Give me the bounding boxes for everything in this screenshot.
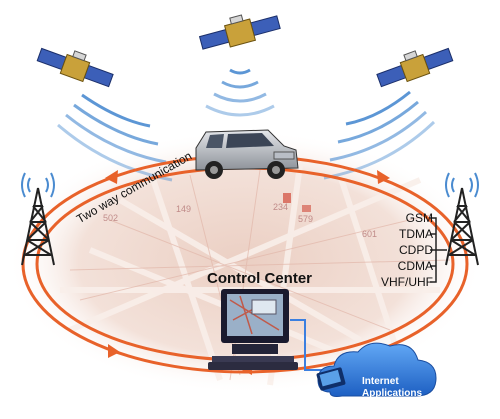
applications-label: Applications bbox=[362, 388, 423, 399]
network-item: VHF/UHF bbox=[381, 275, 433, 289]
vehicle-suv bbox=[195, 129, 299, 179]
tower-right-signal bbox=[445, 172, 479, 198]
network-list: GSM TDMA CDPD CDMA VHF/UHF bbox=[378, 210, 433, 290]
map-number-1: 502 bbox=[103, 213, 119, 223]
map-number-3: 234 bbox=[273, 202, 289, 212]
tower-left-signal bbox=[21, 172, 55, 198]
control-center-label: Control Center bbox=[207, 270, 312, 287]
map-number-4: 579 bbox=[298, 214, 314, 224]
network-item: GSM bbox=[405, 211, 433, 225]
internet-cloud bbox=[316, 342, 437, 397]
network-item: CDPD bbox=[398, 243, 433, 257]
control-center-computer bbox=[208, 289, 298, 370]
map-number-5: 601 bbox=[362, 229, 378, 239]
map-number-2: 149 bbox=[176, 204, 192, 214]
network-item: CDMA bbox=[397, 259, 433, 273]
tower-left bbox=[21, 187, 55, 266]
satellite-left bbox=[36, 47, 114, 88]
satellite-center bbox=[198, 14, 281, 50]
tower-right bbox=[445, 187, 479, 266]
internet-link-line bbox=[290, 319, 330, 371]
internet-label: Internet bbox=[362, 376, 399, 387]
network-bracket bbox=[430, 217, 447, 283]
satellite-right bbox=[376, 47, 454, 88]
network-item: TDMA bbox=[399, 227, 433, 241]
